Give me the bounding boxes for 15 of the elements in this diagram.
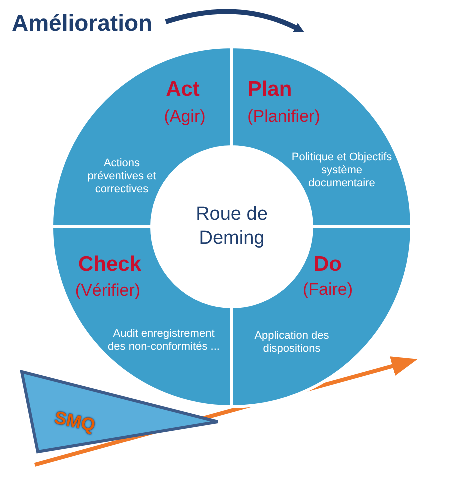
phase-description: Politique et Objectifs système documentaire: [290, 152, 394, 190]
phase-title: Check: [78, 253, 142, 277]
phase-subtitle: (Planifier): [248, 107, 320, 127]
phase-description: Application des dispositions: [254, 330, 330, 356]
phase-description: Audit enregistrement des non-conformités ...: [107, 328, 221, 354]
phase-title: Plan: [248, 78, 292, 102]
phase-subtitle: (Agir): [164, 107, 206, 127]
phase-subtitle: (Faire): [302, 280, 354, 300]
phase-title: Act: [166, 78, 200, 102]
wedge-label: SMQ: [52, 407, 98, 437]
title: Amélioration: [12, 10, 153, 37]
phase-subtitle: (Vérifier): [75, 281, 141, 301]
phase-title: Do: [314, 253, 342, 277]
phase-description: Actions préventives et correctives: [86, 158, 158, 196]
center-label: Roue de Deming: [195, 203, 269, 251]
